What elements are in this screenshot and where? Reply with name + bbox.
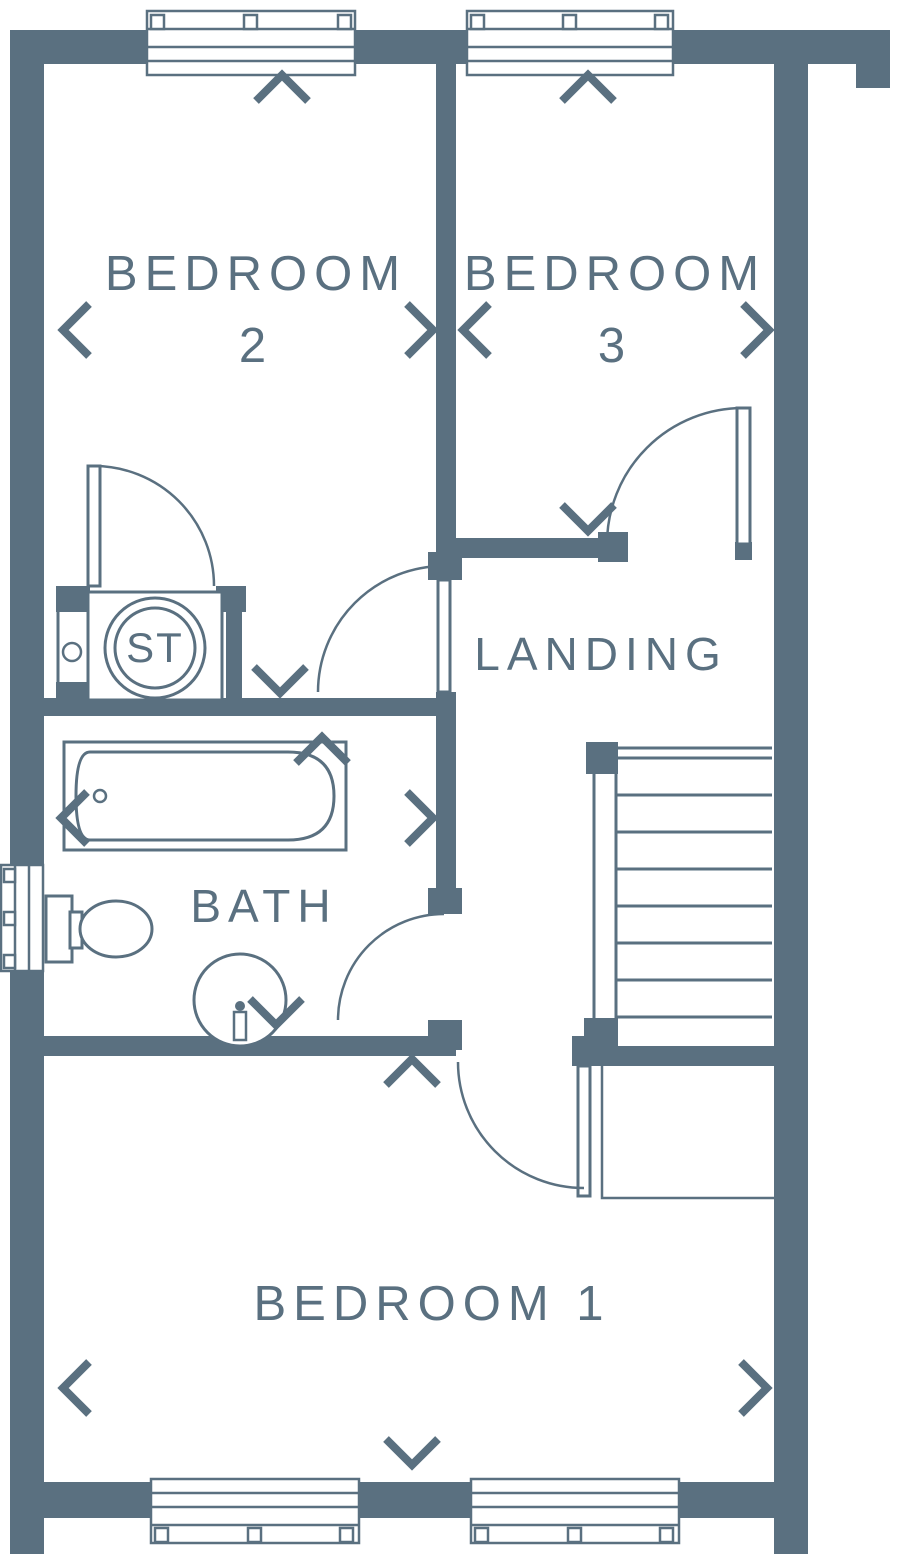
store-block-bottom-left <box>56 682 90 708</box>
chevron-right-icon <box>404 789 439 847</box>
wall-bedroom3-south <box>436 538 602 558</box>
door-jamb-bath-a <box>428 888 462 914</box>
chevron-up-icon <box>383 1053 441 1088</box>
bath-label: BATH <box>190 880 338 932</box>
door-leaf <box>436 578 452 694</box>
bedroom3-label-line1: BEDROOM <box>463 247 767 301</box>
bedroom3-label-line2: 3 <box>597 319 633 373</box>
stairs-newel-bottom <box>584 1018 618 1048</box>
wall-outer-top-right <box>674 30 890 64</box>
chevron-right-icon <box>738 1359 773 1417</box>
wall-landing-bath-divider <box>436 692 456 888</box>
stairs-icon <box>592 746 772 1046</box>
chevron-up-icon <box>293 731 351 766</box>
wall-stairs-south <box>578 1046 774 1066</box>
door-swing-arc <box>456 1061 585 1190</box>
window-bottom-right-icon <box>469 1477 681 1545</box>
chevron-down-icon <box>251 664 309 699</box>
wall-bath-north <box>44 698 436 716</box>
chevron-down-icon <box>247 996 305 1031</box>
door-swing-arc <box>605 406 744 545</box>
chevron-up-icon <box>559 69 617 104</box>
door-swing-arc <box>93 464 216 587</box>
door-leaf <box>86 464 102 588</box>
chevron-left-icon <box>457 301 492 359</box>
door-bedroom3 <box>605 406 752 546</box>
chevron-right-icon <box>404 301 439 359</box>
door-leaf <box>576 1064 592 1198</box>
wall-outer-top-notch <box>856 64 890 88</box>
window-top-right-icon <box>465 9 675 77</box>
chevron-left-icon <box>57 1359 92 1417</box>
window-side-left-icon <box>0 863 45 973</box>
store-label: ST <box>126 624 184 671</box>
basin-icon <box>192 952 288 1048</box>
wall-outer-bottom-mid <box>360 1482 470 1518</box>
wall-outer-left <box>10 30 44 1554</box>
window-bottom-left-icon <box>149 1477 361 1545</box>
window-top-left-icon <box>145 9 357 77</box>
wall-store-east <box>226 608 242 700</box>
wall-outer-top-mid <box>356 30 466 64</box>
wall-outer-right <box>774 30 808 1554</box>
wall-outer-top-left <box>10 30 146 64</box>
cylinder-icon <box>56 590 224 702</box>
wall-bedroom2-bedroom3-divider <box>436 64 456 538</box>
chevron-left-icon <box>55 789 90 847</box>
bedroom3-label: BEDROOM 3 <box>458 238 772 382</box>
bedroom2-label: BEDROOM 2 <box>70 238 442 382</box>
bedroom2-label-line2: 2 <box>238 319 274 373</box>
landing-label: LANDING <box>474 628 728 680</box>
door-jamb-bedroom3-b <box>735 542 752 560</box>
door-bedroom2 <box>316 564 452 694</box>
door-swing-arc <box>316 564 445 693</box>
door-bath <box>336 912 445 1021</box>
chevron-down-icon <box>383 1436 441 1471</box>
store-block-top-left <box>56 586 90 612</box>
door-swing-arc <box>336 912 445 1021</box>
toilet-icon <box>44 894 154 964</box>
door-jamb-bedroom3-a <box>598 532 628 562</box>
chevron-down-icon <box>559 502 617 537</box>
wall-outer-bottom-left <box>44 1482 150 1518</box>
understairs-outline <box>600 1066 774 1200</box>
door-bedroom1 <box>456 1061 592 1198</box>
chevron-right-icon <box>740 301 775 359</box>
chevron-up-icon <box>253 69 311 104</box>
bedroom1-label: BEDROOM 1 <box>253 1277 611 1331</box>
door-leaf <box>735 406 752 546</box>
bedroom2-label-line1: BEDROOM <box>104 247 408 301</box>
chevron-left-icon <box>57 301 92 359</box>
wall-outer-bottom-right <box>680 1482 774 1518</box>
door-store <box>86 464 216 588</box>
